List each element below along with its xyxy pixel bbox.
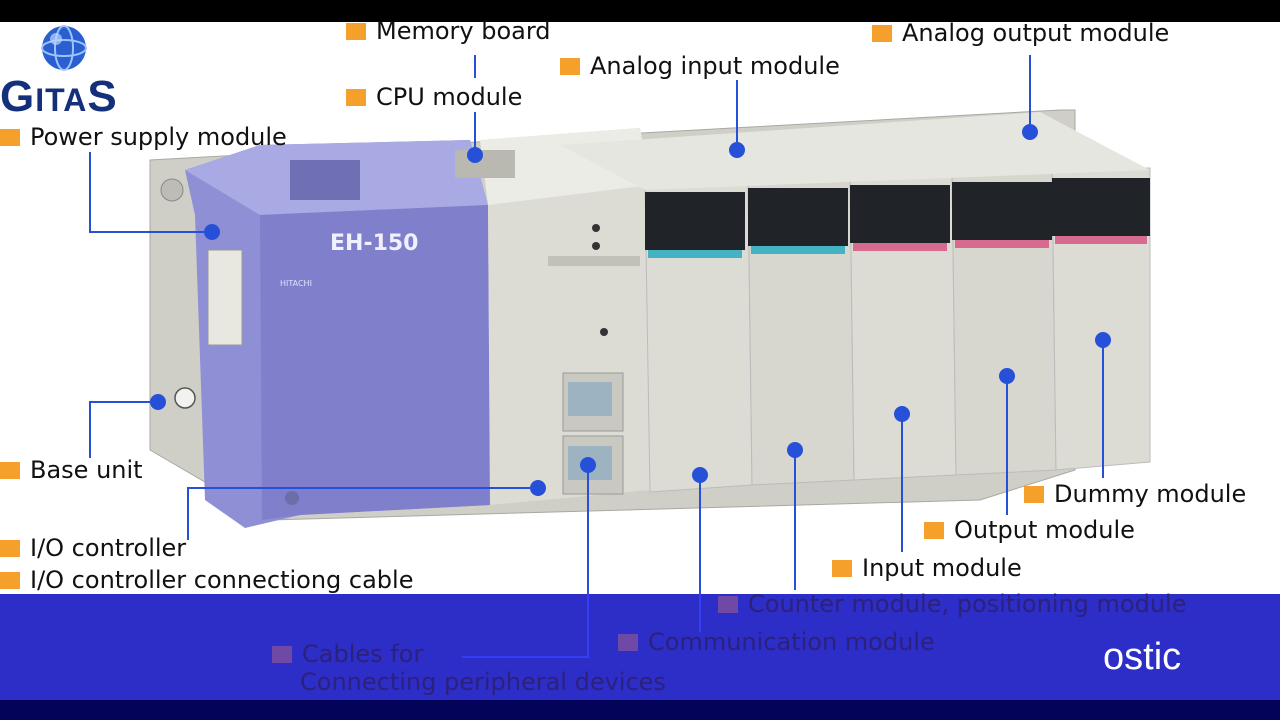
io-modules [560, 112, 1151, 493]
slot-3-strip [853, 243, 947, 251]
label-dummy-module: Dummy module [1024, 480, 1246, 508]
slot-5-led-panel [1052, 178, 1150, 236]
logo-letter-g: G [0, 72, 36, 121]
label-memory-board: Memory board [346, 17, 551, 45]
bottom-overlay-band [0, 594, 1280, 700]
marker-orange [0, 539, 20, 557]
logo-wordmark: GITAS [0, 72, 118, 122]
cpu-led-run [592, 224, 600, 232]
cpu-label-strip [548, 256, 640, 266]
slot-3-led-panel [850, 185, 950, 243]
pin-analog-output [1022, 124, 1038, 140]
leader-base-unit [89, 401, 158, 458]
label-connecting-peripheral: Connecting peripheral devices [300, 668, 666, 696]
label-base-unit: Base unit [0, 456, 143, 484]
marker-orange [346, 22, 366, 40]
label-io-controller-cable: I/O controller connectiong cable [0, 566, 413, 594]
marker-orange [924, 521, 944, 539]
label-output-module: Output module [924, 516, 1135, 544]
slot-1-strip [648, 250, 742, 258]
bottom-bar [0, 700, 1280, 720]
label-cpu-module: CPU module [346, 83, 522, 111]
pin-base-unit [150, 394, 166, 410]
label-cables-for: Cables for [272, 640, 423, 668]
pin-cpu-module [467, 147, 483, 163]
panel-maker-label: HITACHI [280, 279, 312, 288]
pin-counter [787, 442, 803, 458]
power-supply-front [260, 205, 490, 520]
pin-cables [580, 457, 596, 473]
marker-orange [1024, 485, 1044, 503]
leader-io-controller [187, 487, 538, 540]
slot-5-strip [1055, 236, 1147, 244]
cpu-port-upper-socket [568, 382, 612, 416]
marker-purple [272, 645, 292, 663]
label-analog-output-module: Analog output module [872, 19, 1169, 47]
marker-orange [0, 128, 20, 146]
leader-power-supply [89, 152, 212, 233]
cpu-top-slot [455, 150, 515, 178]
slot-4-led-panel [952, 182, 1052, 240]
pin-io-controller [530, 480, 546, 496]
pin-dummy [1095, 332, 1111, 348]
slot-1-led-panel [645, 192, 745, 250]
label-analog-input-module: Analog input module [560, 52, 840, 80]
slot-4-strip [955, 240, 1049, 248]
pin-dots [150, 124, 1111, 496]
marker-orange [0, 461, 20, 479]
label-input-module: Input module [832, 554, 1022, 582]
marker-orange [872, 24, 892, 42]
mount-screw-top [160, 178, 184, 202]
pin-analog-input [729, 142, 745, 158]
panel-model-label: EH-150 [330, 231, 419, 256]
slot-2-strip [751, 246, 845, 254]
marker-orange [560, 57, 580, 75]
side-label-sticker [207, 249, 243, 346]
label-communication-module: Communication module [618, 628, 935, 656]
power-supply-vent [290, 160, 360, 200]
logo-letter-s: S [87, 72, 118, 121]
cpu-led-err [592, 242, 600, 250]
marker-purple [718, 595, 738, 613]
slot-2-led-panel [748, 188, 848, 246]
cpu-led-rs [600, 328, 608, 336]
ce-mark [174, 387, 196, 409]
label-counter-module: Counter module, positioning module [718, 590, 1186, 618]
label-io-controller: I/O controller [0, 534, 186, 562]
caption-text: ostic [1103, 636, 1182, 678]
marker-orange [0, 571, 20, 589]
module-row-top [560, 112, 1150, 190]
label-power-supply-module: Power supply module [0, 123, 287, 151]
mount-screw-bottom [285, 491, 299, 505]
pin-power-supply [204, 224, 220, 240]
marker-purple [618, 633, 638, 651]
logo-letters-ita: ITA [35, 82, 88, 118]
marker-orange [346, 88, 366, 106]
marker-orange [832, 559, 852, 577]
gitas-logo: GITAS [0, 22, 140, 121]
globe-icon [41, 25, 87, 71]
pin-output [999, 368, 1015, 384]
pin-communication [692, 467, 708, 483]
pin-input [894, 406, 910, 422]
